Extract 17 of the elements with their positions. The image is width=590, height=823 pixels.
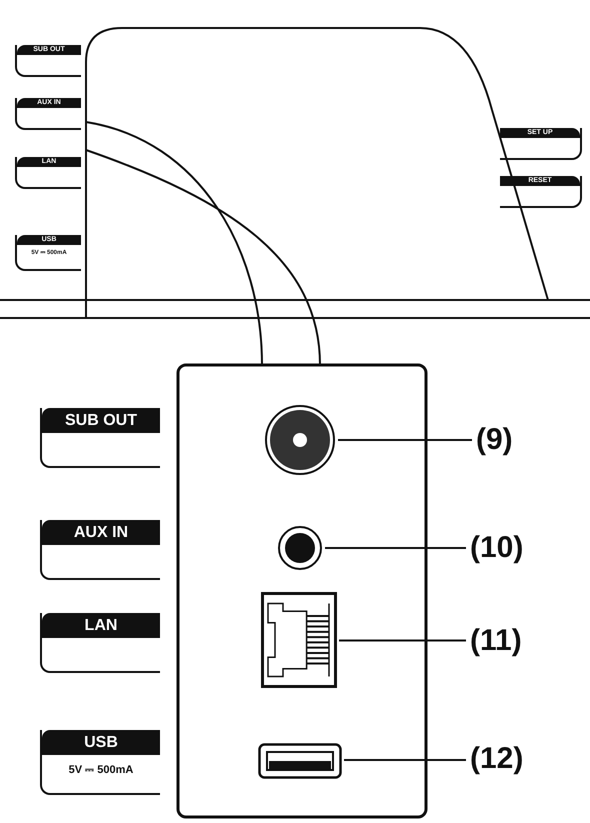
usb-port [258,743,342,779]
port-label: LAN [42,613,160,638]
leader-line [338,439,472,441]
coaxial-socket [264,404,336,476]
leader-line [344,759,466,761]
callout-number: (9) [476,418,540,462]
port-label: USB [42,730,160,755]
port-label: SUB OUT [42,408,160,433]
callout-number: (10) [470,528,546,568]
leader-line [339,640,466,642]
callout-number: (12) [470,738,546,780]
leader-line [325,547,466,549]
audio-jack-socket [277,525,323,571]
power-rating-text: 5V ⎓ 500mA [68,764,134,776]
port-label: AUX IN [42,520,160,545]
callout-number: (11) [470,620,546,662]
ethernet-port [261,592,337,688]
